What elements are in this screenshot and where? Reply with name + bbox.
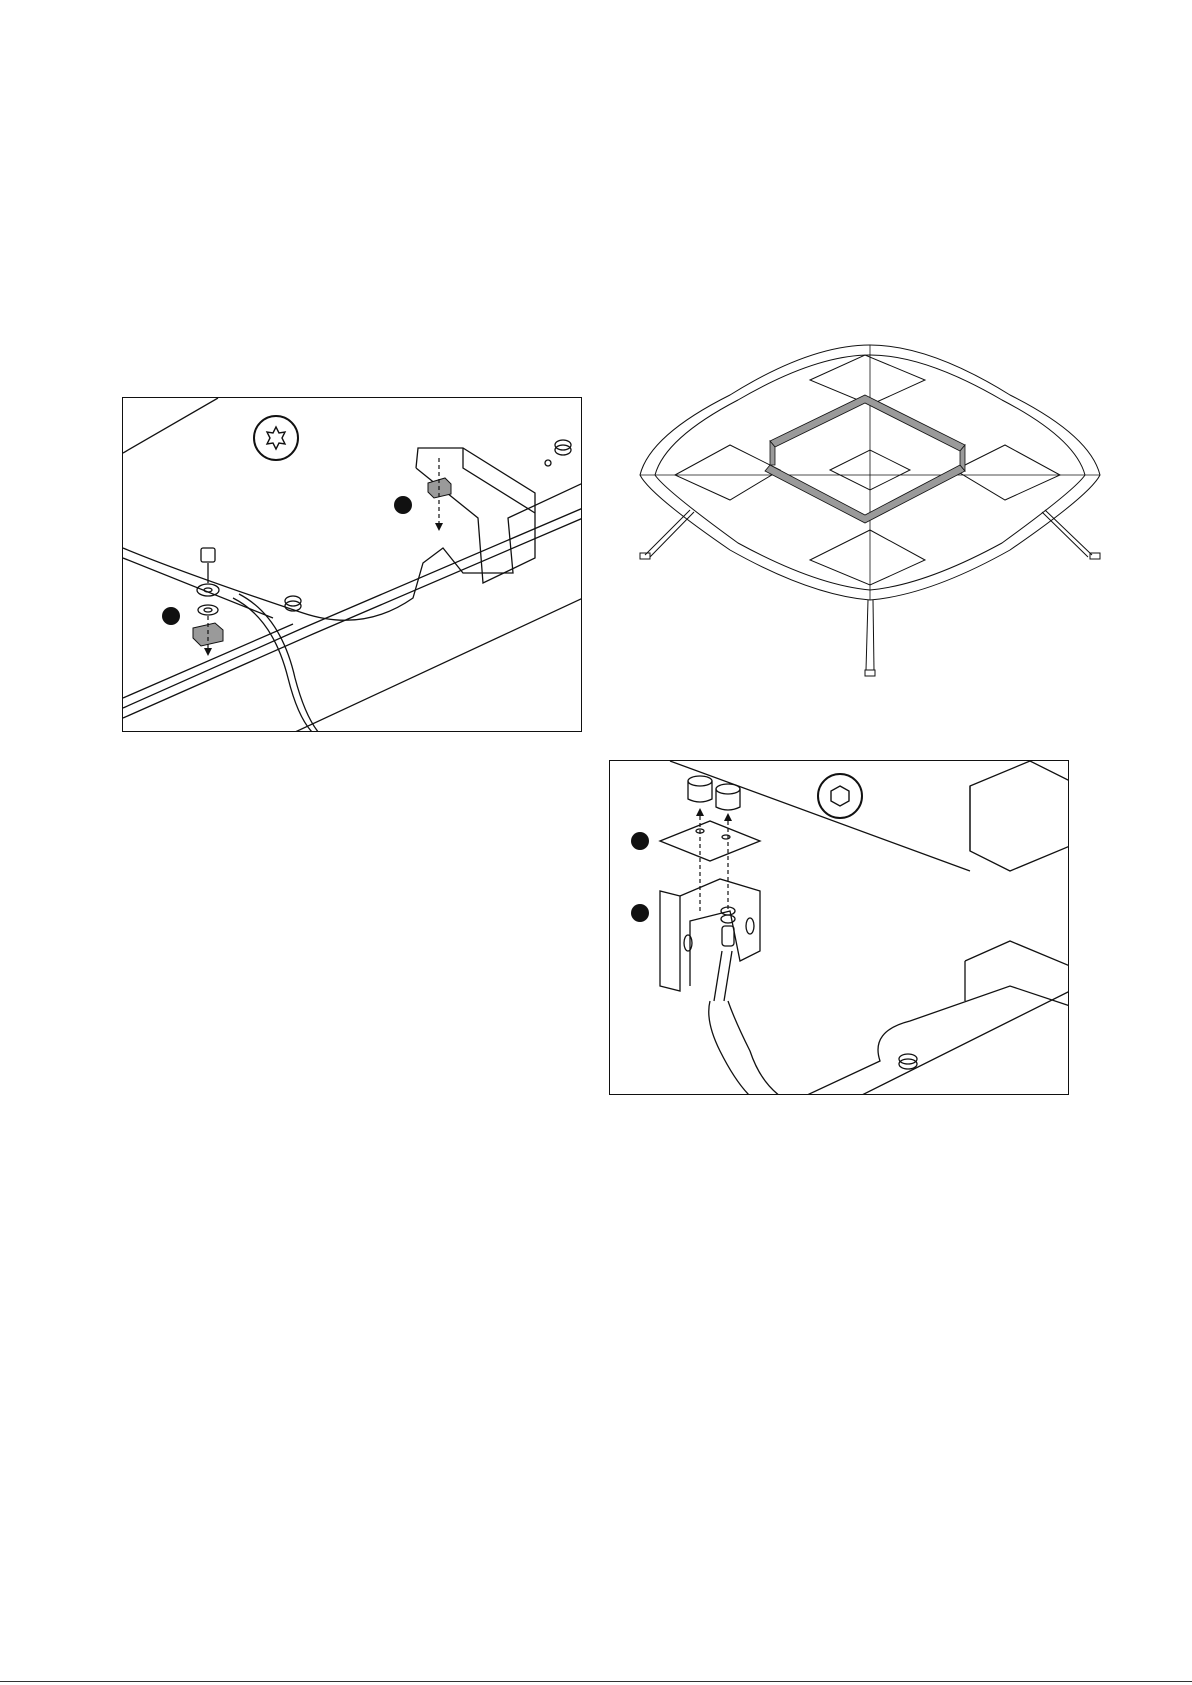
step-marker-2	[631, 904, 649, 922]
torx-detail-panel	[122, 397, 582, 732]
torx-star-icon	[251, 413, 301, 463]
table-frame-overview	[630, 335, 1110, 695]
step-marker-1	[631, 832, 649, 850]
step-marker-2	[394, 496, 412, 514]
step-marker-1	[162, 607, 180, 625]
footer-rule	[0, 1681, 1192, 1682]
table-overview-drawing	[630, 335, 1110, 695]
hex-detail-panel	[609, 760, 1069, 1095]
hex-key-icon	[815, 771, 865, 821]
torx-detail-drawing	[123, 398, 582, 732]
